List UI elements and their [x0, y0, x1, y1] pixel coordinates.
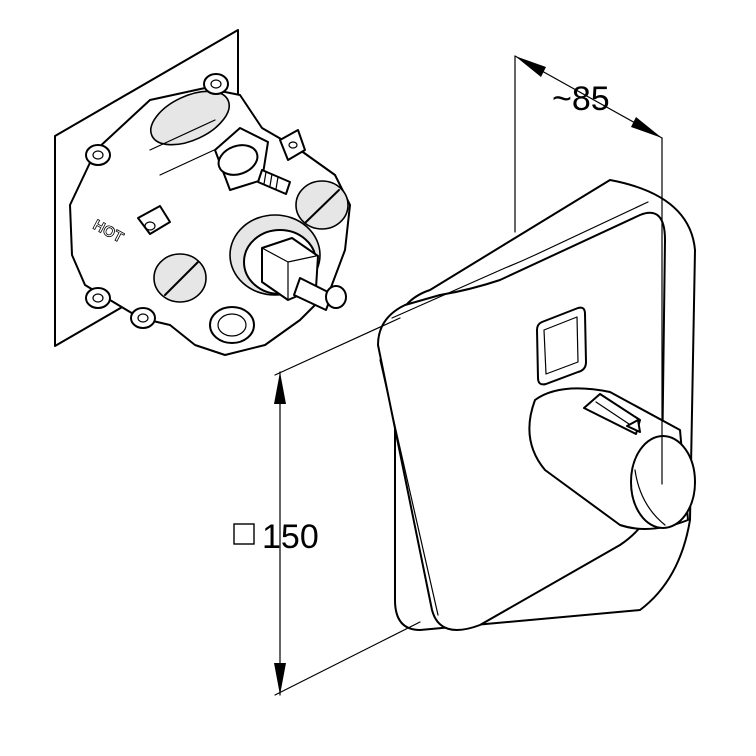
- front-cartridge: [229, 214, 347, 311]
- size-label: 150: [262, 518, 319, 556]
- depth-dimension: ~85: [514, 55, 663, 485]
- cover-button: [536, 306, 587, 386]
- mounting-ear-top-left: [85, 144, 111, 166]
- top-fitting: [214, 127, 306, 195]
- left-plug: [153, 253, 207, 303]
- mounting-ear-top-right: [203, 73, 229, 95]
- concealed-valve-body: HOT: [54, 29, 351, 356]
- right-plug: [295, 180, 349, 230]
- square-symbol: [233, 523, 255, 545]
- size-arrow-top: [274, 372, 286, 404]
- depth-arrow-left: [515, 56, 546, 77]
- depth-arrow-right: [631, 117, 662, 138]
- rotary-handle: [528, 387, 696, 530]
- size-dimension: 150: [233, 317, 421, 696]
- trim-cover: [377, 179, 696, 631]
- mounting-ear-bottom-right: [130, 307, 156, 329]
- size-arrow-bottom: [274, 663, 286, 695]
- mounting-ear-bottom-left: [85, 287, 111, 309]
- depth-label: ~85: [552, 80, 610, 118]
